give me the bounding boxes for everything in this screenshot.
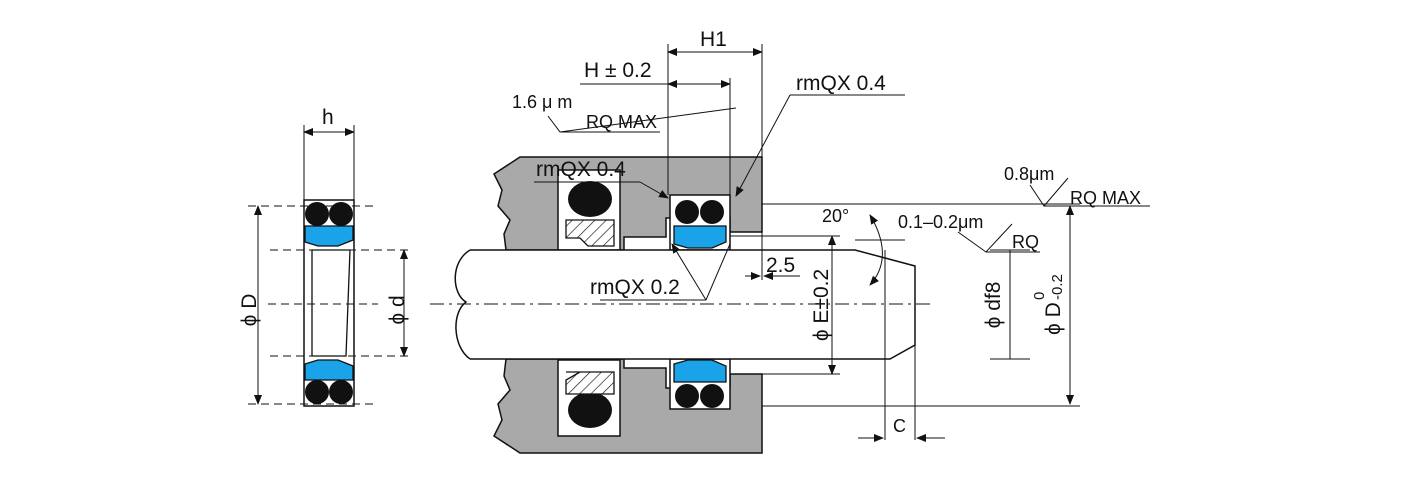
wiper-oring-bottom [568, 392, 612, 428]
phi-E-label: ϕ E±0.2 [810, 269, 833, 341]
phi-D-label: ϕ D [238, 294, 261, 327]
rmax-bottom-label: rmQX 0.2 [590, 276, 680, 299]
roughness-3-label: RQ [1012, 232, 1039, 252]
main-seals [673, 200, 727, 408]
oring-main-1 [675, 200, 699, 224]
phi-D-tol-lower: -0.2 [1049, 274, 1066, 300]
lip-main-top [673, 225, 727, 249]
phi-d-label: ϕ d [386, 295, 409, 324]
roughness-1-value: 1.6 μ m [512, 92, 572, 112]
H1-label: H1 [700, 28, 727, 51]
dim-2.5-label: 2.5 [766, 254, 795, 277]
H-label: H ± 0.2 [584, 59, 652, 82]
rod [430, 249, 935, 440]
h-label: h [322, 106, 334, 129]
oring-left-4 [329, 380, 353, 404]
lip-top-left [304, 225, 354, 247]
left-seal-view [248, 125, 410, 407]
oring-left-2 [329, 202, 353, 226]
roughness-3-value: 0.1–0.2μm [898, 212, 983, 232]
wiper-body-top [565, 219, 615, 247]
rmax-top-label: rmQX 0.4 [796, 72, 886, 95]
phi-df8-label: ϕ df8 [982, 282, 1005, 329]
oring-left-1 [305, 202, 329, 226]
roughness-2-value: 0.8μm [1004, 164, 1054, 184]
roughness-1-label: RQ MAX [586, 112, 657, 132]
oring-main-3 [675, 384, 699, 408]
angle-label: 20° [822, 206, 849, 226]
main-dimension-lines [534, 44, 1150, 442]
oring-main-4 [700, 384, 724, 408]
phi-D-tol-upper: 0 [1031, 292, 1048, 300]
oring-main-2 [700, 200, 724, 224]
lip-main-bottom [673, 359, 727, 383]
phi-D-main-label: ϕ D [1042, 302, 1065, 335]
roughness-2-label: RQ MAX [1070, 188, 1141, 208]
wiper-rings [565, 181, 615, 428]
lip-bottom-left [304, 359, 354, 381]
rmax-left-label: rmQX 0.4 [536, 158, 626, 181]
wiper-body-bottom [565, 371, 615, 395]
oring-left-3 [305, 380, 329, 404]
C-label: C [893, 416, 906, 436]
left-seal-lips [304, 202, 354, 404]
wiper-oring-top [568, 181, 612, 217]
